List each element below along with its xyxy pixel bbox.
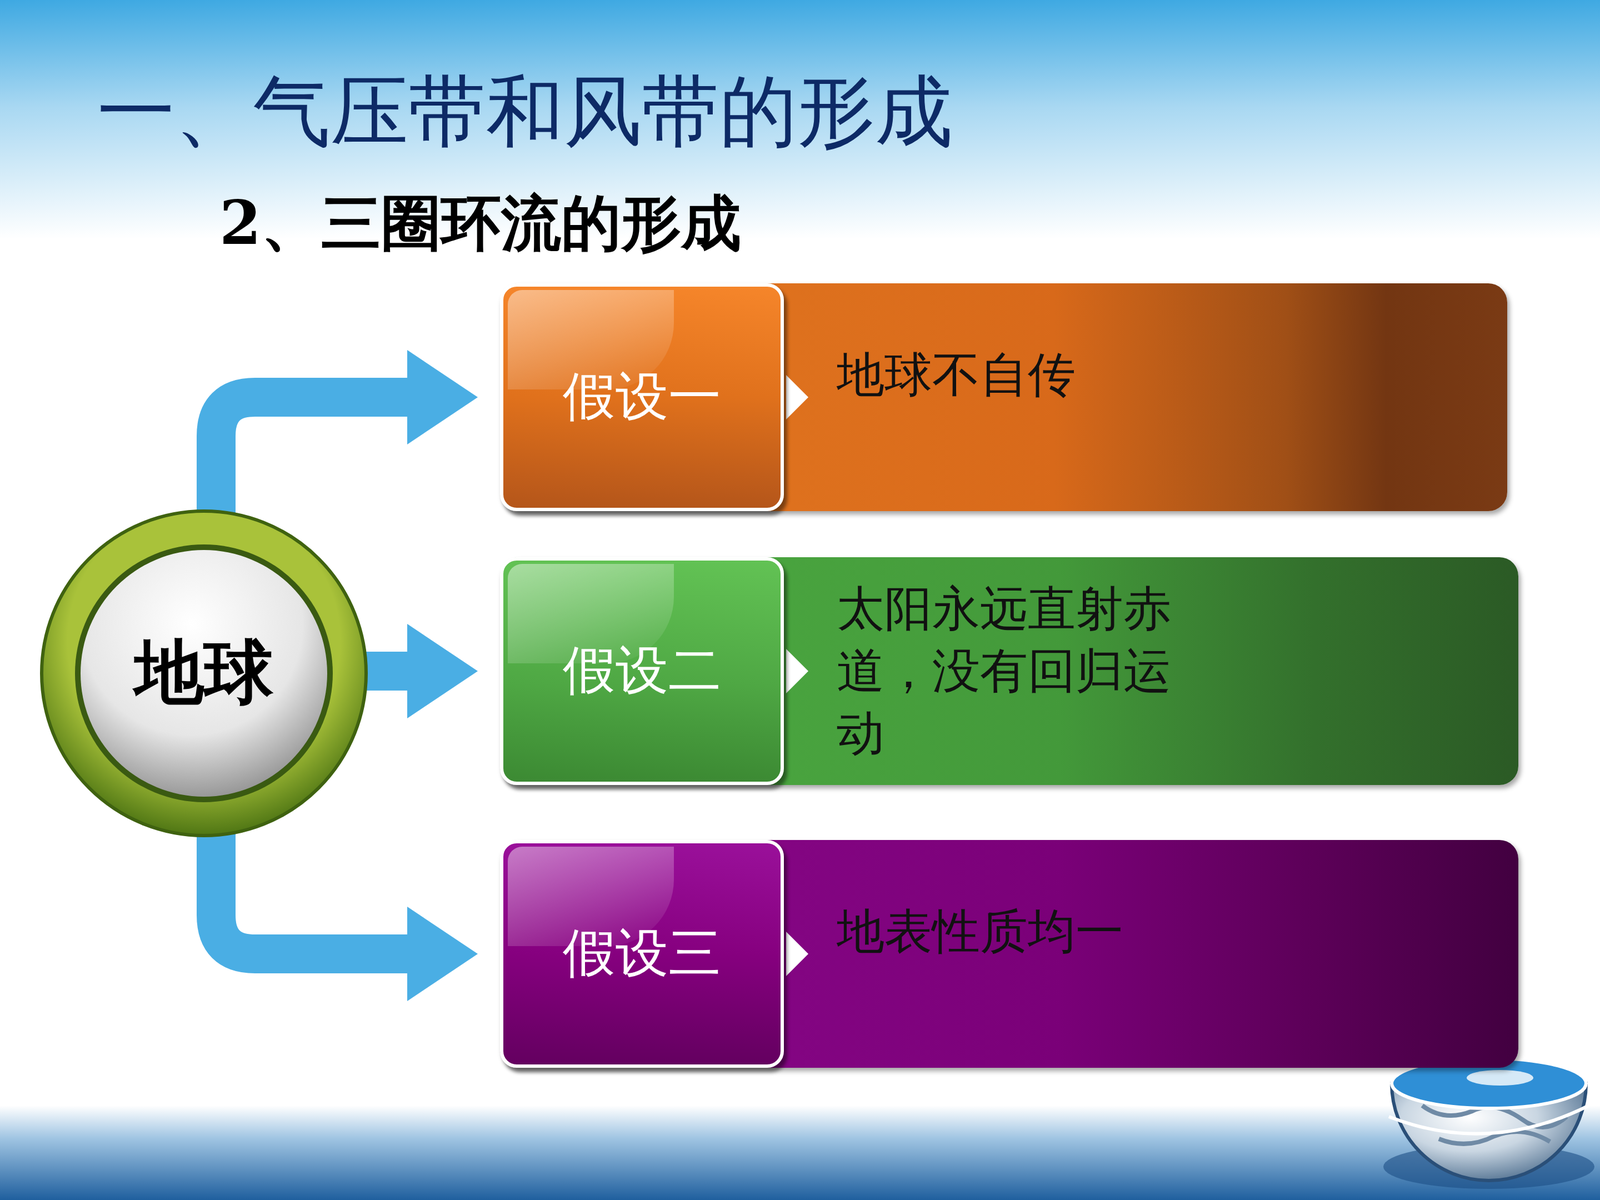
assumption-label: 假设二: [562, 635, 722, 707]
chevron: [786, 648, 809, 694]
assumption-label-box: 假设二: [500, 557, 784, 785]
assumption-label-box: 假设一: [500, 283, 784, 512]
assumption-label-box: 假设三: [500, 840, 784, 1068]
arrow-head: [407, 906, 478, 1002]
subtitle: 2、三圈环流的形成: [219, 183, 742, 265]
slide-title: 一、气压带和风带的形成: [97, 60, 953, 166]
chevron-shape: [786, 375, 809, 420]
ball: [80, 550, 328, 797]
globe-icon: [1383, 1058, 1595, 1189]
assumption-text: 太阳永远直射赤道，没有回归运动: [836, 577, 1193, 764]
assumption-text: 地表性质均一: [836, 900, 1193, 963]
assumption-text: 地球不自传: [836, 343, 1193, 407]
chevron-shape: [786, 931, 809, 977]
earth-circle: 地球: [39, 508, 369, 838]
arrow-head: [407, 623, 478, 719]
ring-inner: [75, 544, 333, 803]
assumption-bar: 太阳永远直射赤道，没有回归运动 假设二: [500, 557, 1519, 785]
assumption-bar: 地表性质均一 假设三: [500, 840, 1519, 1068]
ring: [41, 511, 367, 836]
earth-label: 地球: [134, 626, 274, 720]
assumption-label: 假设一: [562, 361, 722, 433]
chevron: [786, 931, 809, 977]
chevron-shape: [786, 648, 809, 694]
arrow-head: [407, 350, 478, 445]
assumption-label: 假设三: [562, 918, 722, 990]
chevron: [786, 375, 809, 420]
assumption-bar: 地球不自传 假设一: [500, 283, 1508, 512]
